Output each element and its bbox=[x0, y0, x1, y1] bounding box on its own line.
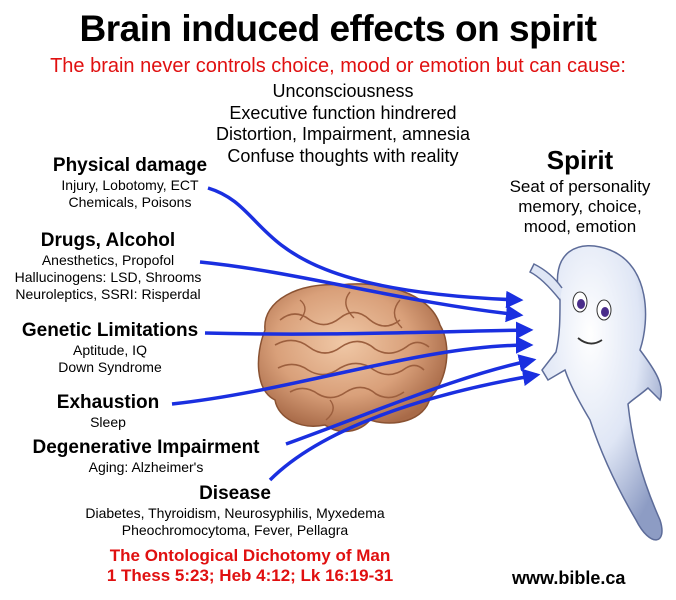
cause-heading: Genetic Limitations bbox=[21, 320, 199, 341]
cause-genetic-limitations: Genetic Limitations Aptitude, IQ Down Sy… bbox=[10, 320, 210, 376]
spirit-line: Seat of personality bbox=[509, 177, 651, 196]
cause-disease: Disease Diabetes, Thyroidism, Neurosyphi… bbox=[60, 483, 410, 539]
cause-detail: Hallucinogens: LSD, Shrooms bbox=[14, 269, 202, 285]
scripture-reference: The Ontological Dichotomy of Man 1 Thess… bbox=[90, 546, 410, 586]
cause-detail: Injury, Lobotomy, ECT bbox=[61, 177, 199, 193]
website-link[interactable]: www.bible.ca bbox=[512, 568, 626, 588]
arrow-physical-damage bbox=[207, 186, 524, 309]
cause-drugs-alcohol: Drugs, Alcohol Anesthetics, Propofol Hal… bbox=[2, 230, 214, 303]
effects-list: Unconsciousness Executive function hindr… bbox=[198, 81, 488, 167]
brain-illustration bbox=[257, 283, 448, 433]
cause-detail: Aging: Alzheimer's bbox=[88, 459, 204, 475]
cause-detail: Aptitude, IQ bbox=[73, 342, 147, 358]
cause-heading: Degenerative Impairment bbox=[32, 437, 260, 458]
effect-item: Confuse thoughts with reality bbox=[227, 145, 459, 166]
cause-degenerative-impairment: Degenerative Impairment Aging: Alzheimer… bbox=[6, 437, 286, 476]
subtitle: The brain never controls choice, mood or… bbox=[50, 55, 626, 77]
effect-item: Executive function hindrered bbox=[229, 102, 457, 123]
arrow-degenerative-impairment bbox=[285, 354, 537, 446]
reference-line: The Ontological Dichotomy of Man bbox=[109, 546, 391, 565]
cause-heading: Disease bbox=[199, 483, 271, 504]
cause-physical-damage: Physical damage Injury, Lobotomy, ECT Ch… bbox=[40, 155, 220, 211]
spirit-line: memory, choice, bbox=[518, 197, 642, 216]
cause-detail: Neuroleptics, SSRI: Risperdal bbox=[15, 286, 201, 302]
cause-heading: Drugs, Alcohol bbox=[40, 230, 176, 251]
spirit-title: Spirit bbox=[546, 145, 614, 175]
spirit-line: mood, emotion bbox=[523, 217, 637, 236]
arrows bbox=[171, 186, 541, 482]
page-title: Brain induced effects on spirit bbox=[79, 8, 597, 49]
effect-item: Distortion, Impairment, amnesia bbox=[215, 124, 471, 144]
spirit-description: Seat of personality memory, choice, mood… bbox=[500, 177, 660, 237]
cause-exhaustion: Exhaustion Sleep bbox=[48, 392, 168, 431]
cause-detail: Chemicals, Poisons bbox=[68, 194, 192, 210]
arrow-exhaustion bbox=[171, 336, 534, 406]
cause-detail: Sleep bbox=[90, 414, 126, 430]
cause-detail: Down Syndrome bbox=[58, 359, 162, 375]
arrow-genetic-limitations bbox=[204, 321, 534, 340]
cause-detail: Pheochromocytoma, Fever, Pellagra bbox=[121, 522, 349, 538]
cause-detail: Anesthetics, Propofol bbox=[41, 252, 175, 268]
cause-heading: Exhaustion bbox=[56, 392, 160, 413]
ghost-spirit-illustration bbox=[528, 245, 663, 541]
arrow-disease bbox=[268, 368, 541, 482]
effect-item: Unconsciousness bbox=[272, 81, 414, 101]
cause-detail: Diabetes, Thyroidism, Neurosyphilis, Myx… bbox=[85, 505, 385, 521]
reference-line: 1 Thess 5:23; Heb 4:12; Lk 16:19-31 bbox=[106, 566, 394, 585]
arrow-drugs-alcohol bbox=[199, 260, 524, 323]
cause-heading: Physical damage bbox=[52, 155, 208, 176]
